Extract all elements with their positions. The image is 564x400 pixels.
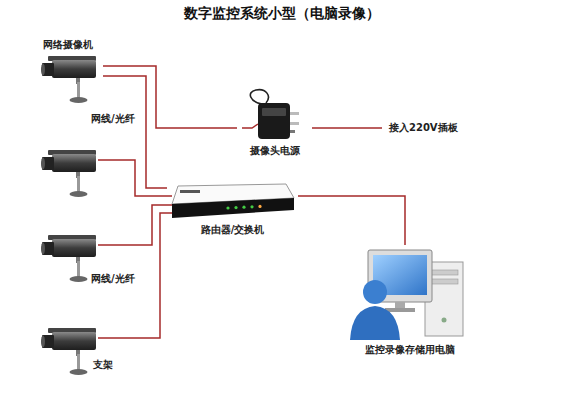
power-node: 摄像头电源 [237,88,313,166]
camera-icon [41,328,96,375]
cable-wire [98,124,382,338]
cable-line [298,196,405,245]
node-label: 摄像头电源 [237,144,313,157]
cable-line [103,76,167,188]
node-label: 路由器/交换机 [167,223,298,236]
camera-icon [41,235,96,282]
cable-path [298,196,405,245]
cable-path [103,76,167,188]
diagram-title: 数字监控系统小型（电脑录像） [0,5,564,23]
power-socket-label: 接入220V插板 [388,121,459,134]
computer-icon [350,250,463,340]
camera-node: 网络摄像机 [33,38,103,104]
router-icon [172,184,294,218]
cable-label: 网线/光纤 [90,272,136,285]
cable-label: 网线/光纤 [90,112,136,125]
camera-icon [41,56,96,103]
router-node: 路由器/交换机 [167,182,298,244]
node-label: 网络摄像机 [33,38,103,51]
power-adapter [250,90,299,139]
camera-icon [41,150,96,197]
computer-node: 监控录像存储用电脑 [342,245,478,363]
node-label: 监控录像存储用电脑 [342,343,478,356]
bracket-label: 支架 [92,358,114,371]
